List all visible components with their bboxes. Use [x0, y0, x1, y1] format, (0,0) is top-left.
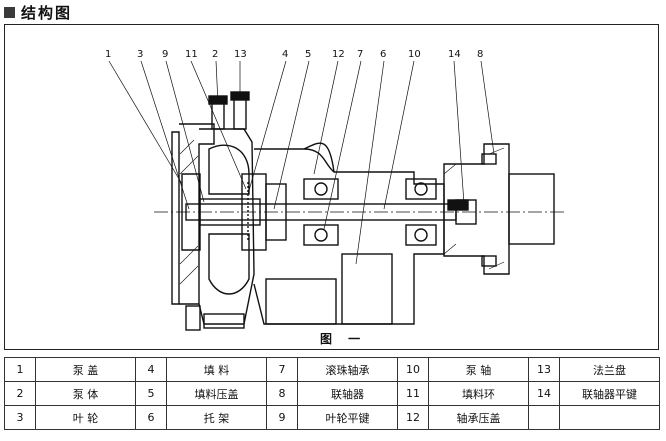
part-name: 泵 体 [35, 381, 136, 406]
part-number: 2 [4, 381, 36, 406]
part-name: 轴承压盖 [428, 405, 529, 430]
part-name: 泵 盖 [35, 357, 136, 382]
callout-6: 6 [380, 49, 386, 60]
callout-12: 12 [332, 49, 345, 60]
callout-14: 14 [448, 49, 461, 60]
part-number: 7 [266, 357, 298, 382]
part-number: 10 [397, 357, 429, 382]
callout-8: 8 [477, 49, 483, 60]
part-number [528, 405, 560, 430]
part-name: 泵 轴 [428, 357, 529, 382]
foot-pad [203, 313, 245, 329]
part-name [559, 405, 660, 430]
callout-4: 4 [282, 49, 288, 60]
part-name: 填 料 [166, 357, 267, 382]
callout-1: 1 [105, 49, 111, 60]
pump-cover-outline [171, 131, 180, 305]
part-number: 6 [135, 405, 167, 430]
gland [265, 183, 287, 241]
volute-upper [208, 144, 250, 195]
bracket-dome [303, 142, 335, 173]
callout-9: 9 [162, 49, 168, 60]
callout-11: 11 [185, 49, 198, 60]
part-name: 滚珠轴承 [297, 357, 398, 382]
part-number: 3 [4, 405, 36, 430]
part-number: 4 [135, 357, 167, 382]
part-name: 联轴器平键 [559, 381, 660, 406]
parts-table: 1 泵 盖 4 填 料 7 滚珠轴承 10 泵 轴 13 法兰盘 2 泵 体 5… [4, 357, 660, 430]
bracket-outline [253, 148, 445, 325]
part-name: 联轴器 [297, 381, 398, 406]
volute-lower [208, 233, 250, 295]
coupling [443, 143, 510, 275]
section-title: 结构图 [21, 3, 73, 22]
bracket-foot-right [341, 253, 393, 325]
bullet-square-icon [4, 6, 15, 18]
impeller-hub [181, 173, 201, 251]
ball-rear-top [414, 182, 428, 196]
stud-right [233, 97, 247, 130]
part-number: 12 [397, 405, 429, 430]
part-number: 5 [135, 381, 167, 406]
bearing-rear-top [405, 178, 437, 200]
callout-13: 13 [234, 49, 247, 60]
drawing-frame [4, 24, 659, 350]
table-row: 3 叶 轮 6 托 架 9 叶轮平键 12 轴承压盖 [4, 405, 660, 430]
drain-plug [185, 305, 201, 331]
part-number: 1 [4, 357, 36, 382]
pump-assembly-drawing: 1 3 9 11 2 13 4 5 12 7 6 10 14 8 [105, 49, 564, 331]
pump-cover-flange [179, 123, 215, 305]
callout-10: 10 [408, 49, 421, 60]
coupling-hub [508, 173, 555, 245]
part-number: 13 [528, 357, 560, 382]
table-row: 1 泵 盖 4 填 料 7 滚珠轴承 10 泵 轴 13 法兰盘 [4, 357, 660, 382]
part-name: 法兰盘 [559, 357, 660, 382]
bracket-foot-left [265, 278, 337, 325]
coupling-bolt-bottom [481, 255, 497, 267]
table-row: 2 泵 体 5 填料压盖 8 联轴器 11 填料环 14 联轴器平键 [4, 381, 660, 406]
figure-caption: 图 一 [320, 332, 367, 346]
section-header: 结构图 [4, 2, 72, 22]
part-name: 叶 轮 [35, 405, 136, 430]
part-name: 托 架 [166, 405, 267, 430]
part-name: 填料环 [428, 381, 529, 406]
part-number: 9 [266, 405, 298, 430]
bearing-front-top [303, 178, 339, 200]
bearing-rear-bottom [405, 224, 437, 246]
ball-front-bottom [314, 228, 328, 242]
callout-7: 7 [357, 49, 363, 60]
callout-2: 2 [212, 49, 218, 60]
coupling-key [447, 199, 469, 211]
bearing-front-bottom [303, 224, 339, 246]
callout-5: 5 [305, 49, 311, 60]
impeller-shaft-sleeve [199, 198, 261, 226]
part-number: 11 [397, 381, 429, 406]
ball-front-top [314, 182, 328, 196]
part-name: 填料压盖 [166, 381, 267, 406]
callout-3: 3 [137, 49, 143, 60]
ball-rear-bottom [414, 228, 428, 242]
part-number: 8 [266, 381, 298, 406]
part-name: 叶轮平键 [297, 405, 398, 430]
part-number: 14 [528, 381, 560, 406]
